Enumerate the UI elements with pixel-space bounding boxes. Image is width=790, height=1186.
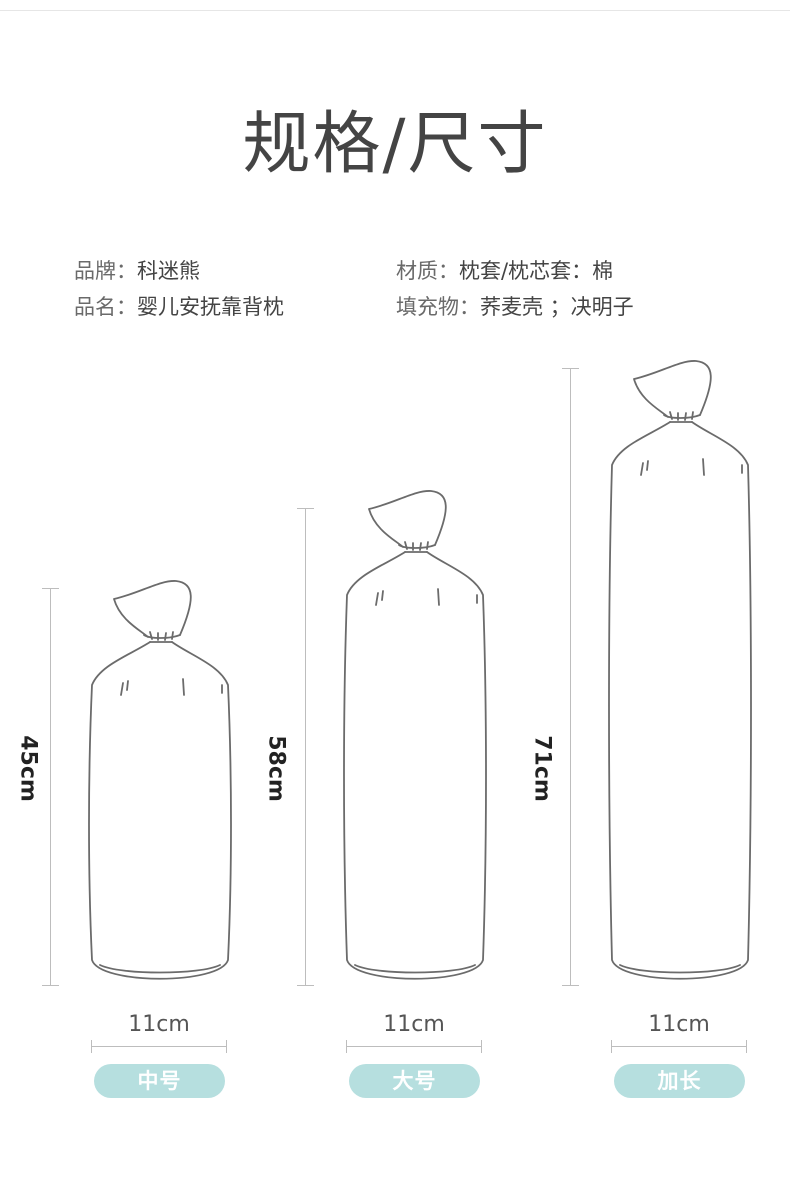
spec-filling-value: 荞麦壳 ；决明子 xyxy=(480,295,634,319)
spec-brand-label: 品牌： xyxy=(74,259,137,283)
page-title: 规格/尺寸 xyxy=(242,105,548,184)
spec-filling: 填充物：荞麦壳 ；决明子 xyxy=(396,291,634,321)
width-label: 11cm xyxy=(128,1012,190,1037)
spec-material-value: 枕套/枕芯套：棉 xyxy=(459,259,614,283)
width-label: 11cm xyxy=(383,1012,445,1037)
spec-brand: 品牌：科迷熊 xyxy=(74,255,200,285)
spec-brand-value: 科迷熊 xyxy=(137,259,200,283)
height-label: 58cm xyxy=(263,735,289,802)
size-badge: 大号 xyxy=(349,1064,480,1098)
spec-material-label: 材质： xyxy=(396,259,459,283)
spec-name: 品名：婴儿安抚靠背枕 xyxy=(74,291,284,321)
height-ruler xyxy=(297,508,314,986)
width-label: 11cm xyxy=(648,1012,710,1037)
spec-filling-label: 填充物： xyxy=(396,295,480,319)
width-ruler xyxy=(611,1040,747,1053)
pillow-illustration xyxy=(343,490,487,980)
size-badge: 加长 xyxy=(614,1064,745,1098)
height-ruler xyxy=(42,588,59,986)
spec-name-label: 品名： xyxy=(74,295,137,319)
size-badge: 中号 xyxy=(94,1064,225,1098)
width-ruler xyxy=(346,1040,482,1053)
top-divider xyxy=(0,10,790,11)
height-label: 45cm xyxy=(15,735,41,802)
width-ruler xyxy=(91,1040,227,1053)
height-label: 71cm xyxy=(529,735,555,802)
spec-name-value: 婴儿安抚靠背枕 xyxy=(137,295,284,319)
pillow-illustration xyxy=(608,360,752,980)
height-ruler xyxy=(562,368,579,986)
spec-material: 材质：枕套/枕芯套：棉 xyxy=(396,255,613,285)
pillow-illustration xyxy=(88,580,232,980)
